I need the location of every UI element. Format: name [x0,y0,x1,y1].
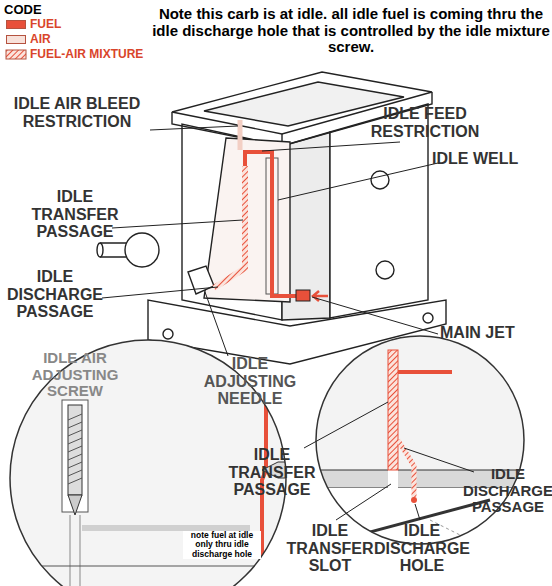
air-adjusting-screw [68,405,82,495]
leader-line [262,142,400,151]
note-text: note fuel at idle only thru idle dischar… [183,531,261,559]
lower-bore [70,515,80,586]
transfer-passage [388,350,398,470]
leader-line [205,292,228,356]
part-label: IDLE WELL [432,150,547,168]
leader-line [336,484,391,520]
mixture-passage [214,166,245,288]
leader-line [102,287,218,298]
main-passages [214,120,328,301]
bore-wall [10,566,290,567]
part-label: MAIN JET [440,324,550,342]
part-label: IDLE TRANSFER PASSAGE [25,188,125,241]
part-label: IDLE TRANSFER SLOT [284,522,376,575]
leader-line [150,126,238,130]
legend-text: FUEL-AIR MIXTURE [30,48,143,61]
leader-line [112,220,243,228]
fuel-inlet-tube [100,243,126,257]
leader-line [304,402,388,448]
part-label: IDLE DISCHARGE PASSAGE [3,268,107,321]
leader-lines [102,126,474,520]
leader-line [312,297,438,334]
fuel-passage [398,370,452,374]
legend-swatch [6,35,26,44]
legend-swatch-hatched [6,50,26,59]
legend-text: FUEL [30,18,61,31]
inset-section [310,330,530,470]
discharge-hole [411,497,417,503]
base-bolt [423,313,433,323]
part-label: IDLE FEED RESTRICTION [360,105,490,140]
air-horn-opening [204,82,404,126]
leader-line [404,448,474,472]
part-label: IDLE AIR BLEED RESTRICTION [2,95,152,130]
part-label: IDLE AIR ADJUSTING SCREW [5,350,145,400]
part-label: IDLE ADJUSTING NEEDLE [198,355,302,408]
base-bolt [163,329,173,339]
screw-threads [68,414,82,484]
fuel-inlet-end [97,243,103,257]
title-note: Note this carb is at idle. all idle fuel… [152,6,550,56]
part-label: IDLE TRANSFER PASSAGE [220,446,324,499]
fuel-passage [245,152,298,296]
bowl-screw [371,171,389,189]
legend-swatch [6,20,26,29]
air-bleed-passage [238,120,243,150]
fuel-inlet-fitting [125,233,159,267]
main-jet [296,290,310,301]
part-label: IDLE DISCHARGE HOLE [372,522,472,575]
leader-line [415,504,420,520]
leader-line [278,163,438,200]
legend-heading: CODE [4,3,64,17]
part-label: IDLE DISCHARGE PASSAGE [462,466,552,516]
legend-text: AIR [30,33,51,46]
bowl-screw [376,261,394,279]
screw-tip [68,495,82,515]
